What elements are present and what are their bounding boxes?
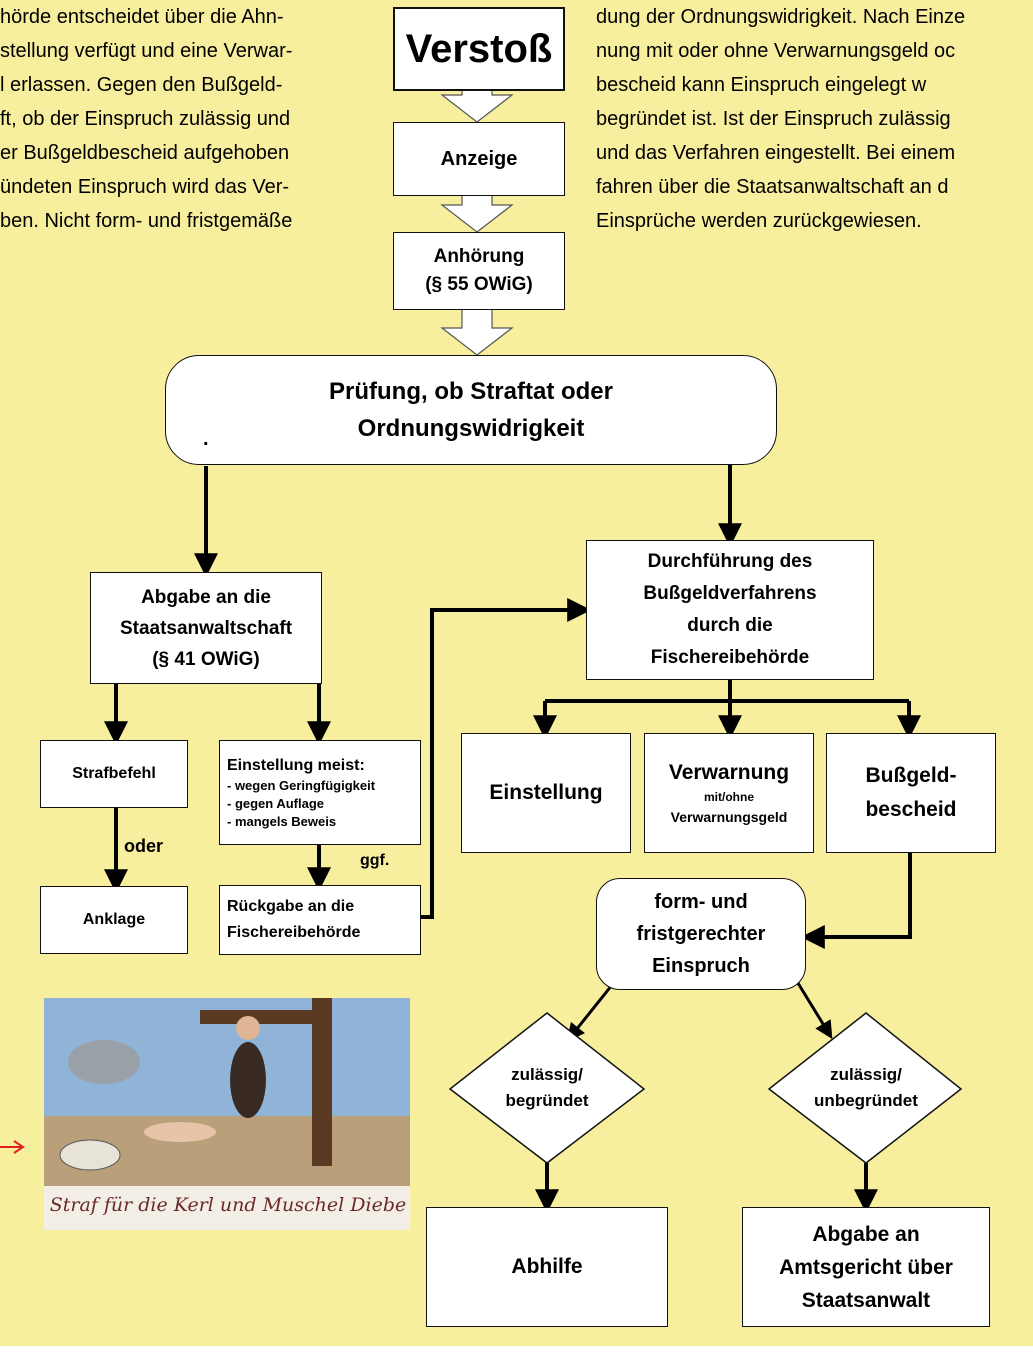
node-label: Staatsanwalt: [801, 1288, 931, 1312]
node-rueckgabe: Rückgabe an die Fischereibehörde: [219, 885, 421, 955]
gallows-beam: [200, 1010, 332, 1024]
node-verstoss: Verstoß: [393, 7, 565, 91]
illustration-caption: Straf für die Kerl und Muschel Diebe: [49, 1194, 407, 1216]
node-anhoerung: Anhörung (§ 55 OWiG): [393, 232, 565, 310]
node-label: form- und: [654, 891, 748, 913]
text-line: ben. Nicht form- und fristgemäße: [0, 210, 293, 232]
figure-head: [236, 1016, 260, 1040]
figure-body: [230, 1042, 266, 1118]
node-label: zulässig/: [511, 1065, 583, 1084]
node-label: Anhörung: [433, 246, 525, 267]
node-label: Ordnungswidrigkeit: [357, 415, 585, 442]
hand-shape: [144, 1122, 216, 1142]
node-label: Anzeige: [440, 147, 518, 170]
text-line: er Bußgeldbescheid aufgehoben: [0, 142, 290, 164]
node-label: Prüfung, ob Straftat oder: [329, 378, 613, 405]
list-item: - wegen Geringfügigkeit: [227, 777, 376, 793]
text-line: und das Verfahren eingestellt. Bei einem: [596, 142, 956, 164]
text-line: nung mit oder ohne Verwarnungsgeld oc: [596, 40, 956, 62]
label-oder: oder: [124, 836, 164, 856]
diamond-zulaessig-unbegruendet-label: zulässig/ unbegründet: [791, 1062, 941, 1114]
node-label: Verwarnung: [668, 761, 790, 784]
node-label: fristgerechter: [636, 923, 766, 945]
node-label: Abgabe an die: [141, 586, 271, 608]
node-pruefung: Prüfung, ob Straftat oder Ordnungswidrig…: [165, 355, 777, 465]
text-line: dung der Ordnungswidrigkeit. Nach Einze: [596, 6, 966, 28]
list-item: - gegen Auflage: [227, 795, 325, 811]
axe-blade: [68, 1040, 140, 1084]
node-label: Verstoß: [405, 27, 553, 71]
node-anzeige: Anzeige: [393, 122, 565, 196]
node-label: durch die: [687, 615, 773, 636]
connector: [791, 974, 833, 1040]
node-abgabe-staatsanwaltschaft: Abgabe an die Staatsanwaltschaft (§ 41 O…: [90, 572, 322, 684]
text-line: begründet ist. Ist der Einspruch zulässi…: [596, 108, 951, 130]
node-label: Strafbefehl: [72, 765, 156, 782]
node-bussgeldbescheid: Bußgeld- bescheid: [826, 733, 996, 853]
node-label: Durchführung des: [647, 551, 813, 572]
node-sublabel: Verwarnungsgeld: [670, 809, 788, 825]
node-label: Einspruch: [652, 955, 750, 977]
node-label: Bußgeldverfahrens: [643, 583, 817, 604]
pointer-arrow: [0, 1140, 25, 1154]
text-line: ft, ob der Einspruch zulässig und: [0, 108, 291, 130]
node-label: Anklage: [82, 911, 146, 928]
diamond-zulaessig-begruendet-label: zulässig/ begründet: [477, 1062, 617, 1114]
text-line: Einsprüche werden zurückgewiesen.: [596, 210, 922, 232]
node-label: begründet: [505, 1091, 589, 1110]
text-line: ündeten Einspruch wird das Ver-: [0, 176, 290, 198]
list-item: - mangels Beweis: [227, 813, 337, 829]
text-left-column: hörde entscheidet über die Ahn- stellung…: [0, 0, 360, 238]
node-abhilfe: Abhilfe: [426, 1207, 668, 1327]
node-label: zulässig/: [830, 1065, 902, 1084]
node-durchfuehrung: Durchführung des Bußgeldverfahrens durch…: [586, 540, 874, 680]
node-label: bescheid: [865, 798, 957, 821]
node-label: Rückgabe an die: [227, 898, 355, 915]
label-ggf: ggf.: [360, 852, 390, 869]
text-line: bescheid kann Einspruch eingelegt w: [596, 74, 927, 96]
text-line: l erlassen. Gegen den Bußgeld-: [0, 74, 283, 96]
node-amtsgericht: Abgabe an Amtsgericht über Staatsanwalt: [742, 1207, 990, 1327]
node-label: Amtsgericht über: [779, 1255, 953, 1279]
node-verwarnung: Verwarnung mit/ohne Verwarnungsgeld: [644, 733, 814, 853]
node-label: Fischereibehörde: [227, 924, 361, 941]
text-line: fahren über die Staatsanwaltschaft an d: [596, 176, 949, 198]
node-sublabel: mit/ohne: [704, 790, 754, 804]
node-einstellung: Einstellung: [461, 733, 631, 853]
stray-dot: .: [203, 428, 209, 450]
node-einstellung-meist: Einstellung meist: - wegen Geringfügigke…: [219, 740, 421, 845]
node-label: Fischereibehörde: [650, 647, 810, 668]
text-line: hörde entscheidet über die Ahn-: [0, 6, 284, 28]
connector: [421, 598, 592, 919]
node-einspruch: form- und fristgerechter Einspruch: [596, 878, 806, 990]
node-label: Einstellung: [489, 780, 603, 804]
text-line: stellung verfügt und eine Verwar-: [0, 40, 293, 62]
connector: [800, 853, 912, 949]
decision-diamond: [767, 1012, 963, 1164]
text-right-column: dung der Ordnungswidrigkeit. Nach Einze …: [596, 0, 1033, 238]
decision-diamond: [448, 1012, 646, 1164]
node-label: Abgabe an: [812, 1222, 920, 1246]
node-label: unbegründet: [814, 1091, 918, 1110]
node-strafbefehl: Strafbefehl: [40, 740, 188, 808]
node-label: (§ 41 OWiG): [152, 648, 260, 670]
node-anklage: Anklage: [40, 886, 188, 954]
mussel-shell: [59, 1139, 121, 1171]
node-label: Bußgeld-: [865, 764, 957, 787]
block-arrow: [440, 302, 514, 356]
node-label: Abhilfe: [511, 1254, 583, 1278]
node-label: Staatsanwaltschaft: [119, 617, 293, 639]
node-label: (§ 55 OWiG): [425, 274, 533, 295]
node-title: Einstellung meist:: [227, 756, 365, 774]
gallows-post: [312, 998, 332, 1166]
